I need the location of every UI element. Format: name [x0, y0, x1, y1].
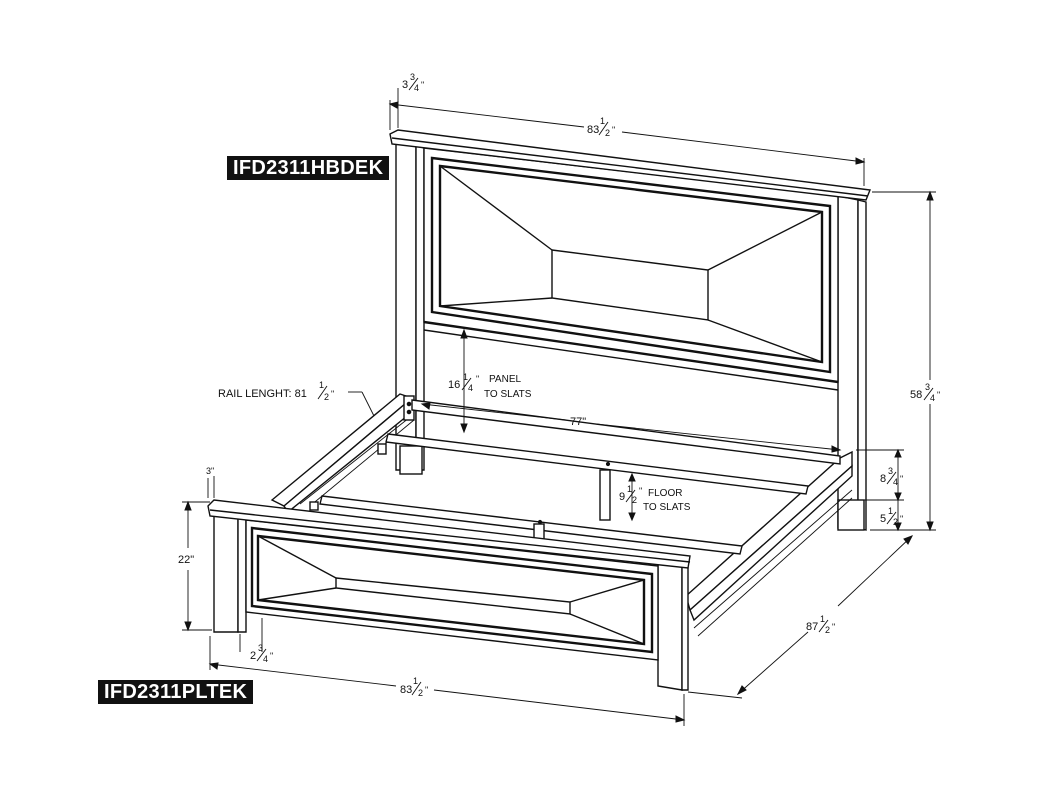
dim-rail-length: RAIL LENGHT: 81 1 2 " [218, 380, 334, 402]
dim-panel-to-slats: 16 1 4 " PANEL TO SLATS [448, 372, 532, 400]
slat-2 [319, 495, 743, 555]
svg-text:4: 4 [893, 477, 898, 487]
dim-total-length: 87 1 2 " [806, 614, 835, 635]
headboard-top-cap [389, 129, 871, 201]
svg-text:2: 2 [250, 650, 256, 662]
footboard-left-post [213, 511, 239, 633]
svg-text:": " [900, 474, 903, 484]
svg-text:3: 3 [402, 79, 408, 91]
dim-floor-to-slats: 9 1 2 " FLOOR TO SLATS [619, 484, 691, 513]
svg-text:": " [937, 390, 940, 400]
svg-text:3: 3 [258, 643, 263, 653]
svg-text:FLOOR: FLOOR [648, 488, 682, 499]
svg-text:2: 2 [324, 392, 329, 402]
svg-text:": " [900, 514, 903, 524]
dim-leg-width: 2 3 4 " [250, 643, 273, 664]
dim-footboard-height: 22" [178, 554, 194, 566]
svg-text:1: 1 [820, 614, 825, 624]
svg-text:1: 1 [888, 506, 893, 516]
svg-text:83: 83 [587, 124, 599, 136]
footboard-panel [250, 526, 654, 654]
footboard [207, 499, 691, 691]
svg-text:2: 2 [893, 517, 898, 527]
svg-text:1: 1 [413, 676, 418, 686]
dim-rail-height: 8 3 4 " [880, 466, 903, 487]
dim-footboard-depth: 3" [206, 466, 214, 476]
svg-text:": " [612, 125, 615, 135]
svg-text:": " [476, 374, 479, 384]
svg-text:1: 1 [627, 484, 632, 494]
dim-leg-clearance: 5 1 2 " [880, 506, 903, 527]
svg-text:4: 4 [930, 393, 935, 403]
svg-text:TO SLATS: TO SLATS [643, 502, 691, 513]
svg-text:8: 8 [880, 473, 886, 485]
footboard-code-label: IFD2311PLTEK [98, 680, 254, 704]
svg-text:RAIL LENGHT: 81: RAIL LENGHT: 81 [218, 388, 307, 400]
footboard-right-post [657, 559, 683, 691]
svg-text:4: 4 [263, 654, 268, 664]
svg-text:16: 16 [448, 379, 460, 391]
svg-text:1: 1 [463, 372, 468, 382]
right-side-rail [685, 450, 853, 612]
svg-text:2: 2 [632, 495, 637, 505]
svg-text:87: 87 [806, 621, 818, 633]
svg-text:1: 1 [319, 380, 324, 390]
svg-text:2: 2 [418, 688, 423, 698]
svg-text:PANEL: PANEL [489, 374, 521, 385]
svg-text:1: 1 [600, 116, 605, 126]
svg-text:4: 4 [414, 83, 419, 93]
dim-footboard-width: 83 1 2 " [400, 676, 428, 698]
slat-1 [385, 433, 809, 495]
dim-total-height: 58 3 4 " [910, 382, 940, 403]
svg-text:": " [425, 685, 428, 695]
svg-text:": " [270, 651, 273, 661]
svg-text:9: 9 [619, 491, 625, 503]
svg-text:5: 5 [880, 513, 886, 525]
center-support-leg [599, 469, 611, 521]
svg-text:TO SLATS: TO SLATS [484, 389, 532, 400]
dim-headboard-depth: 3 3 4 " [402, 72, 424, 93]
svg-text:4: 4 [468, 383, 473, 393]
svg-text:3: 3 [888, 466, 893, 476]
left-side-rail [270, 393, 414, 507]
svg-text:2: 2 [605, 128, 610, 138]
dim-headboard-width: 83 1 2 " [587, 116, 615, 138]
headboard [389, 129, 871, 531]
svg-text:2: 2 [825, 625, 830, 635]
svg-text:": " [421, 80, 424, 90]
headboard-panel [430, 156, 832, 374]
dimension-lines [182, 88, 936, 726]
svg-text:83: 83 [400, 684, 412, 696]
svg-text:": " [639, 486, 642, 496]
bed-frame [270, 393, 853, 637]
svg-text:3: 3 [925, 382, 930, 392]
dim-inner-width: 77" [570, 416, 586, 428]
svg-text:": " [832, 622, 835, 632]
svg-text:58: 58 [910, 389, 922, 401]
svg-text:": " [331, 389, 334, 399]
svg-text:3: 3 [410, 72, 415, 82]
headboard-code-label: IFD2311HBDEK [227, 156, 390, 180]
